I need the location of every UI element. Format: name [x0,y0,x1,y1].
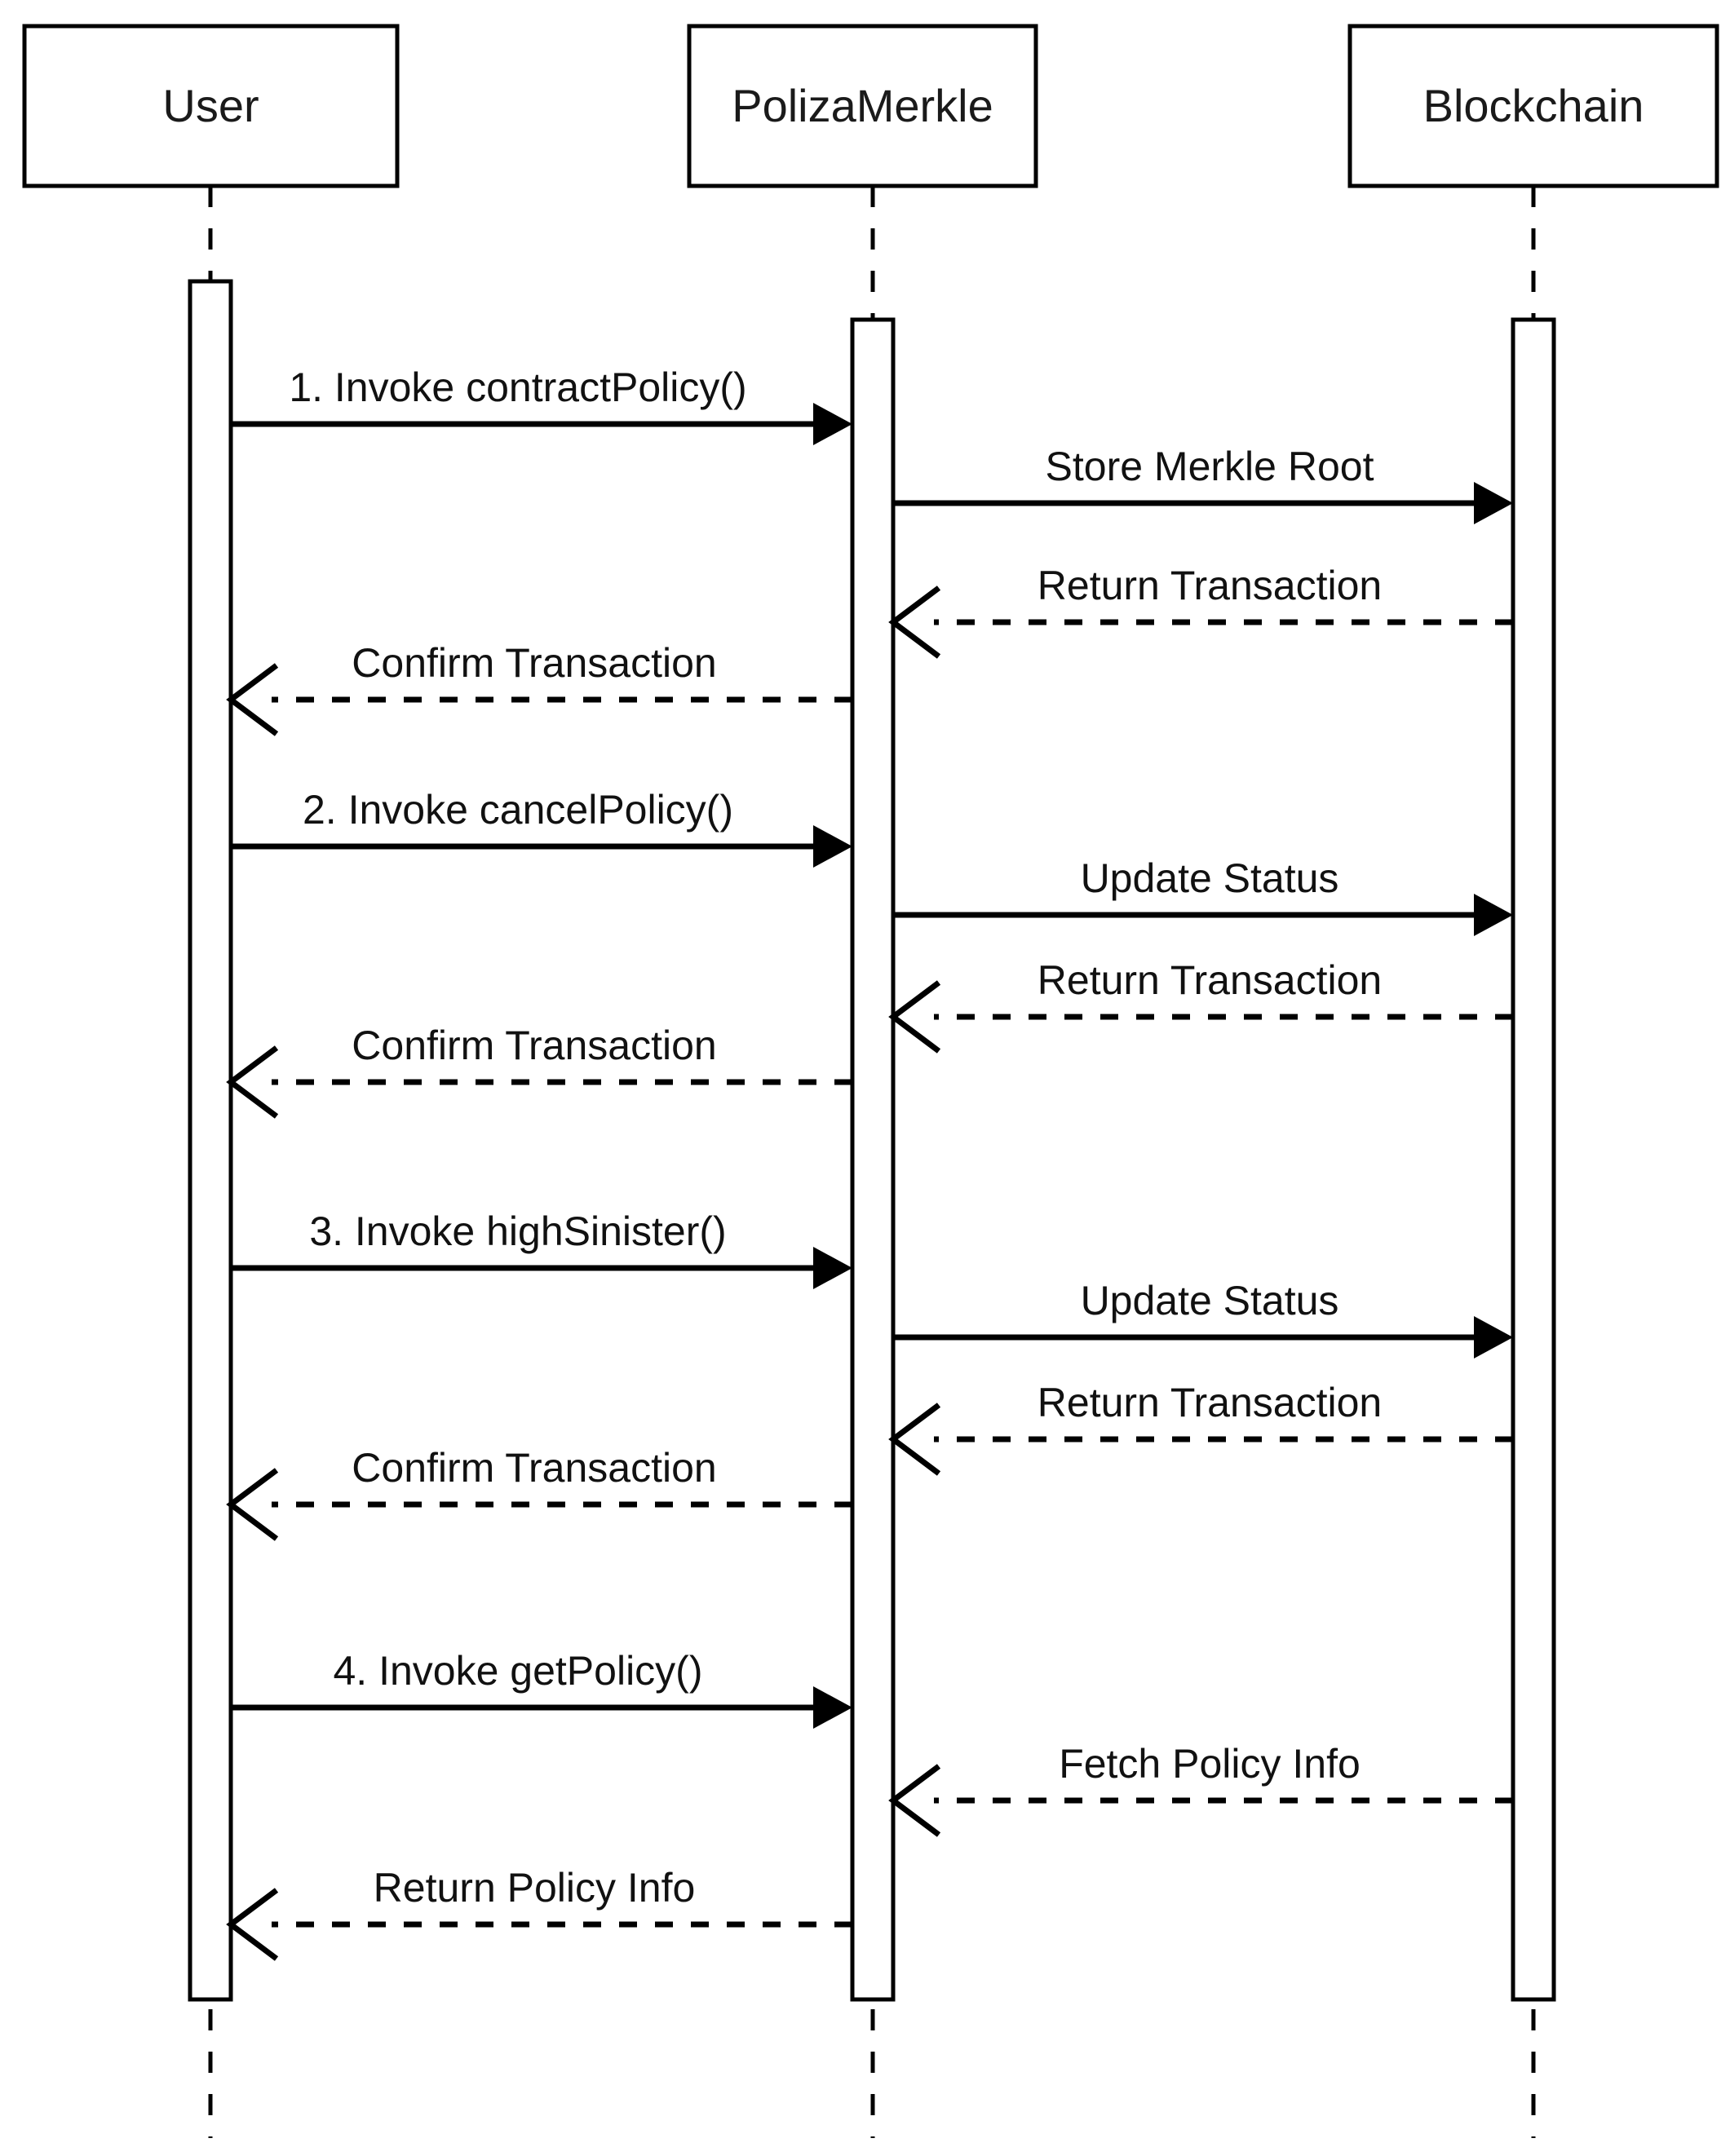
message-3[interactable]: Return Transaction [888,563,1513,659]
message-arrowhead-13 [813,1686,852,1729]
message-arrowhead-11 [888,1403,941,1476]
message-6[interactable]: Update Status [893,855,1513,936]
activation-bar-polizamerkle [850,317,896,2002]
activation-bar-user [188,279,233,2002]
message-2[interactable]: Store Merkle Root [893,444,1513,524]
message-13[interactable]: 4. Invoke getPolicy() [231,1648,852,1729]
message-arrowhead-4 [226,663,279,736]
participant-box-user [22,24,400,188]
participants-layer: User PolizaMerkle Blockchain [22,24,1719,188]
message-15[interactable]: Return Policy Info [226,1865,852,1961]
message-arrowhead-5 [813,825,852,868]
message-4[interactable]: Confirm Transaction [226,640,852,736]
message-14[interactable]: Fetch Policy Info [888,1741,1513,1837]
message-label-1: 1. Invoke contractPolicy() [289,364,746,410]
message-arrowhead-1 [813,403,852,445]
message-arrowhead-14 [888,1764,941,1837]
message-label-10: Update Status [1081,1278,1339,1323]
message-label-7: Return Transaction [1038,957,1382,1003]
message-label-6: Update Status [1081,855,1339,901]
participant-blockchain[interactable]: Blockchain [1347,24,1719,188]
participant-user[interactable]: User [22,24,400,188]
message-label-15: Return Policy Info [374,1865,696,1911]
message-label-13: 4. Invoke getPolicy() [334,1648,703,1694]
message-arrowhead-12 [226,1468,279,1541]
activation-rect-user [188,279,233,2002]
activations-layer [188,279,1556,2002]
message-arrowhead-6 [1474,894,1513,936]
participant-label-polizamerkle: PolizaMerkle [732,80,993,131]
message-label-5: 2. Invoke cancelPolicy() [303,787,733,833]
participant-box-polizamerkle [687,24,1038,188]
message-5[interactable]: 2. Invoke cancelPolicy() [231,787,852,868]
message-arrowhead-2 [1474,482,1513,524]
message-label-14: Fetch Policy Info [1059,1741,1361,1787]
messages-layer: 1. Invoke contractPolicy() Store Merkle R… [226,364,1513,1961]
message-11[interactable]: Return Transaction [888,1380,1513,1476]
message-label-3: Return Transaction [1038,563,1382,608]
message-arrowhead-7 [888,980,941,1054]
message-label-4: Confirm Transaction [352,640,716,686]
message-label-9: 3. Invoke highSinister() [309,1208,726,1254]
message-1[interactable]: 1. Invoke contractPolicy() [231,364,852,445]
activation-rect-polizamerkle [850,317,896,2002]
message-9[interactable]: 3. Invoke highSinister() [231,1208,852,1289]
activation-bar-blockchain [1511,317,1556,2002]
participant-box-blockchain [1347,24,1719,188]
message-10[interactable]: Update Status [893,1278,1513,1359]
participant-polizamerkle[interactable]: PolizaMerkle [687,24,1038,188]
message-12[interactable]: Confirm Transaction [226,1445,852,1541]
message-label-12: Confirm Transaction [352,1445,716,1491]
activation-rect-blockchain [1511,317,1556,2002]
message-arrowhead-3 [888,585,941,659]
message-arrowhead-8 [226,1045,279,1119]
participant-label-user: User [162,80,259,131]
message-label-11: Return Transaction [1038,1380,1382,1425]
message-8[interactable]: Confirm Transaction [226,1023,852,1119]
message-label-8: Confirm Transaction [352,1023,716,1068]
participant-label-blockchain: Blockchain [1423,80,1644,131]
message-arrowhead-9 [813,1247,852,1289]
message-arrowhead-15 [226,1888,279,1961]
message-arrowhead-10 [1474,1316,1513,1359]
message-label-2: Store Merkle Root [1046,444,1374,489]
message-7[interactable]: Return Transaction [888,957,1513,1054]
